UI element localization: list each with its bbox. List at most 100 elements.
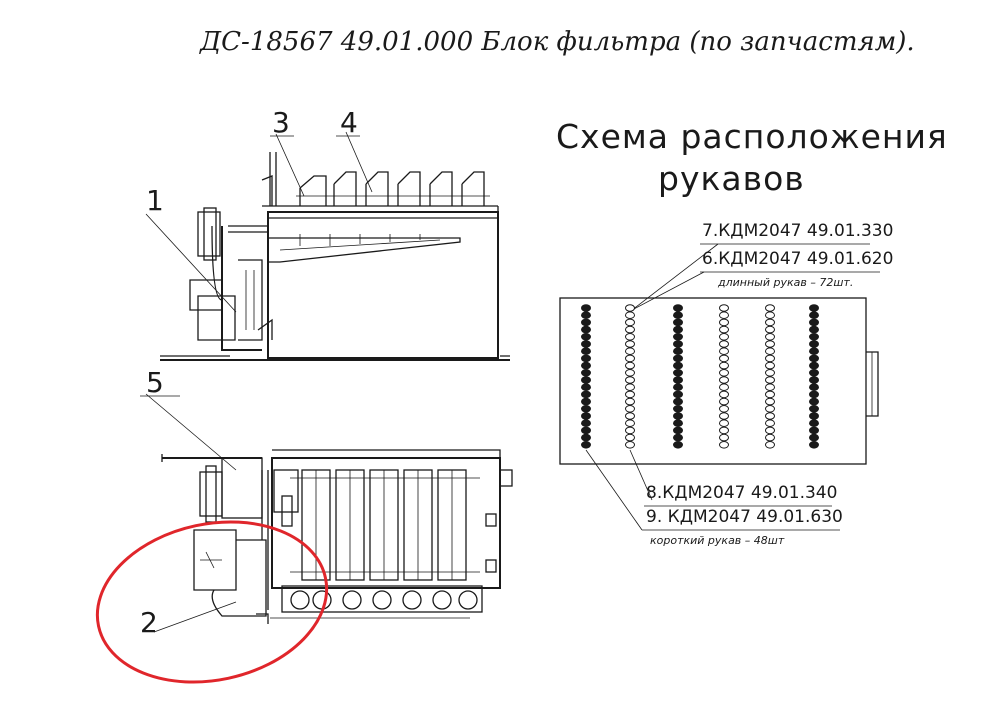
- callout-label: 3: [272, 106, 290, 139]
- drawing-title: ДС-18567 49.01.000 Блок фильтра (по запч…: [199, 27, 915, 57]
- sleeve-hole: [765, 361, 775, 370]
- sleeve-hole: [809, 441, 819, 449]
- sleeve-hole: [673, 426, 683, 435]
- sleeve-hole: [809, 325, 819, 334]
- sleeve-hole: [673, 419, 683, 428]
- sleeve-hole: [809, 318, 819, 327]
- sleeve-hole: [765, 318, 775, 327]
- sleeve-hole: [673, 325, 683, 334]
- sleeve-hole: [809, 361, 819, 370]
- sleeve-hole: [673, 376, 683, 384]
- sleeve-hole: [581, 347, 591, 356]
- long-sleeve-part: 7.КДМ2047 49.01.330: [702, 221, 893, 241]
- sleeve-hole: [581, 412, 591, 420]
- sleeve-hole: [719, 376, 729, 384]
- sleeve-hole: [673, 383, 683, 392]
- sleeve-hole: [673, 441, 683, 449]
- sleeve-hole: [719, 325, 729, 334]
- sleeve-hole: [765, 405, 775, 413]
- sleeve-hole: [625, 325, 635, 334]
- sleeve-hole: [581, 397, 591, 406]
- sleeve-hole: [719, 311, 729, 320]
- sleeve-hole: [809, 369, 819, 377]
- sleeve-hole: [625, 441, 635, 449]
- sleeve-hole: [625, 304, 635, 312]
- pulse-valve-row: [296, 171, 490, 206]
- sleeve-hole: [765, 433, 775, 442]
- sleeve-hole: [719, 347, 729, 356]
- plan-view: [140, 393, 513, 633]
- sleeve-hole: [581, 390, 591, 399]
- sleeve-hole: [581, 426, 591, 435]
- scheme-heading: Схема расположения: [556, 117, 948, 156]
- sleeve-hole: [719, 441, 729, 449]
- sleeve-hole: [673, 304, 683, 312]
- sleeve-hole: [673, 318, 683, 327]
- sleeve-hole: [719, 354, 729, 363]
- sleeve-hole: [719, 426, 729, 435]
- sleeve-hole: [581, 441, 591, 449]
- sleeve-hole: [673, 390, 683, 399]
- highlight-ellipse: [95, 520, 329, 684]
- sleeve-hole: [625, 354, 635, 363]
- sleeve-hole: [719, 397, 729, 406]
- callout-label: 2: [140, 606, 158, 639]
- sleeve-hole: [719, 412, 729, 420]
- sleeve-hole: [581, 354, 591, 363]
- sleeve-columns: [581, 304, 819, 449]
- sleeve-hole: [765, 311, 775, 320]
- sleeve-hole: [581, 361, 591, 370]
- short-sleeve-part: 8.КДМ2047 49.01.340: [646, 483, 837, 503]
- sleeve-hole: [673, 412, 683, 420]
- sleeve-hole: [809, 426, 819, 435]
- sleeve-hole: [625, 333, 635, 341]
- sleeve-hole: [765, 419, 775, 428]
- sleeve-hole: [625, 426, 635, 435]
- sleeve-hole: [809, 397, 819, 406]
- sleeve-hole: [719, 433, 729, 442]
- sleeve-hole: [765, 426, 775, 435]
- sleeve-hole: [581, 433, 591, 442]
- sleeve-hole: [673, 311, 683, 320]
- sleeve-hole: [765, 304, 775, 312]
- sleeve-hole: [625, 347, 635, 356]
- sleeve-hole: [765, 325, 775, 334]
- sleeve-hole: [581, 340, 591, 348]
- sleeve-hole: [581, 369, 591, 377]
- sleeve-hole: [765, 390, 775, 399]
- sleeve-hole: [809, 412, 819, 420]
- sleeve-hole: [765, 376, 775, 384]
- sleeve-hole: [673, 433, 683, 442]
- sleeve-hole: [809, 405, 819, 413]
- sleeve-hole: [581, 318, 591, 327]
- short-sleeve-note: короткий рукав – 48шт: [650, 534, 785, 547]
- sleeve-hole: [625, 361, 635, 370]
- sleeve-hole: [809, 311, 819, 320]
- sleeve-hole: [581, 405, 591, 413]
- sleeve-hole: [809, 333, 819, 341]
- sleeve-hole: [673, 405, 683, 413]
- sleeve-layout: [559, 297, 879, 465]
- sleeve-hole: [809, 347, 819, 356]
- callout-label: 4: [340, 106, 358, 139]
- sleeve-hole: [581, 325, 591, 334]
- sleeve-hole: [673, 369, 683, 377]
- callout-label: 5: [146, 366, 164, 399]
- sleeve-hole: [581, 383, 591, 392]
- sleeve-hole: [625, 369, 635, 377]
- sleeve-hole: [673, 354, 683, 363]
- sleeve-hole: [625, 340, 635, 348]
- long-sleeve-note: длинный рукав – 72шт.: [717, 276, 853, 289]
- sleeve-hole: [673, 333, 683, 341]
- sleeve-hole: [625, 405, 635, 413]
- sleeve-hole: [673, 397, 683, 406]
- sleeve-hole: [581, 333, 591, 341]
- sleeve-hole: [625, 412, 635, 420]
- sleeve-hole: [719, 390, 729, 399]
- sleeve-hole: [765, 412, 775, 420]
- sleeve-hole: [625, 419, 635, 428]
- sleeve-hole: [625, 376, 635, 384]
- sleeve-hole: [719, 405, 729, 413]
- sleeve-hole: [673, 347, 683, 356]
